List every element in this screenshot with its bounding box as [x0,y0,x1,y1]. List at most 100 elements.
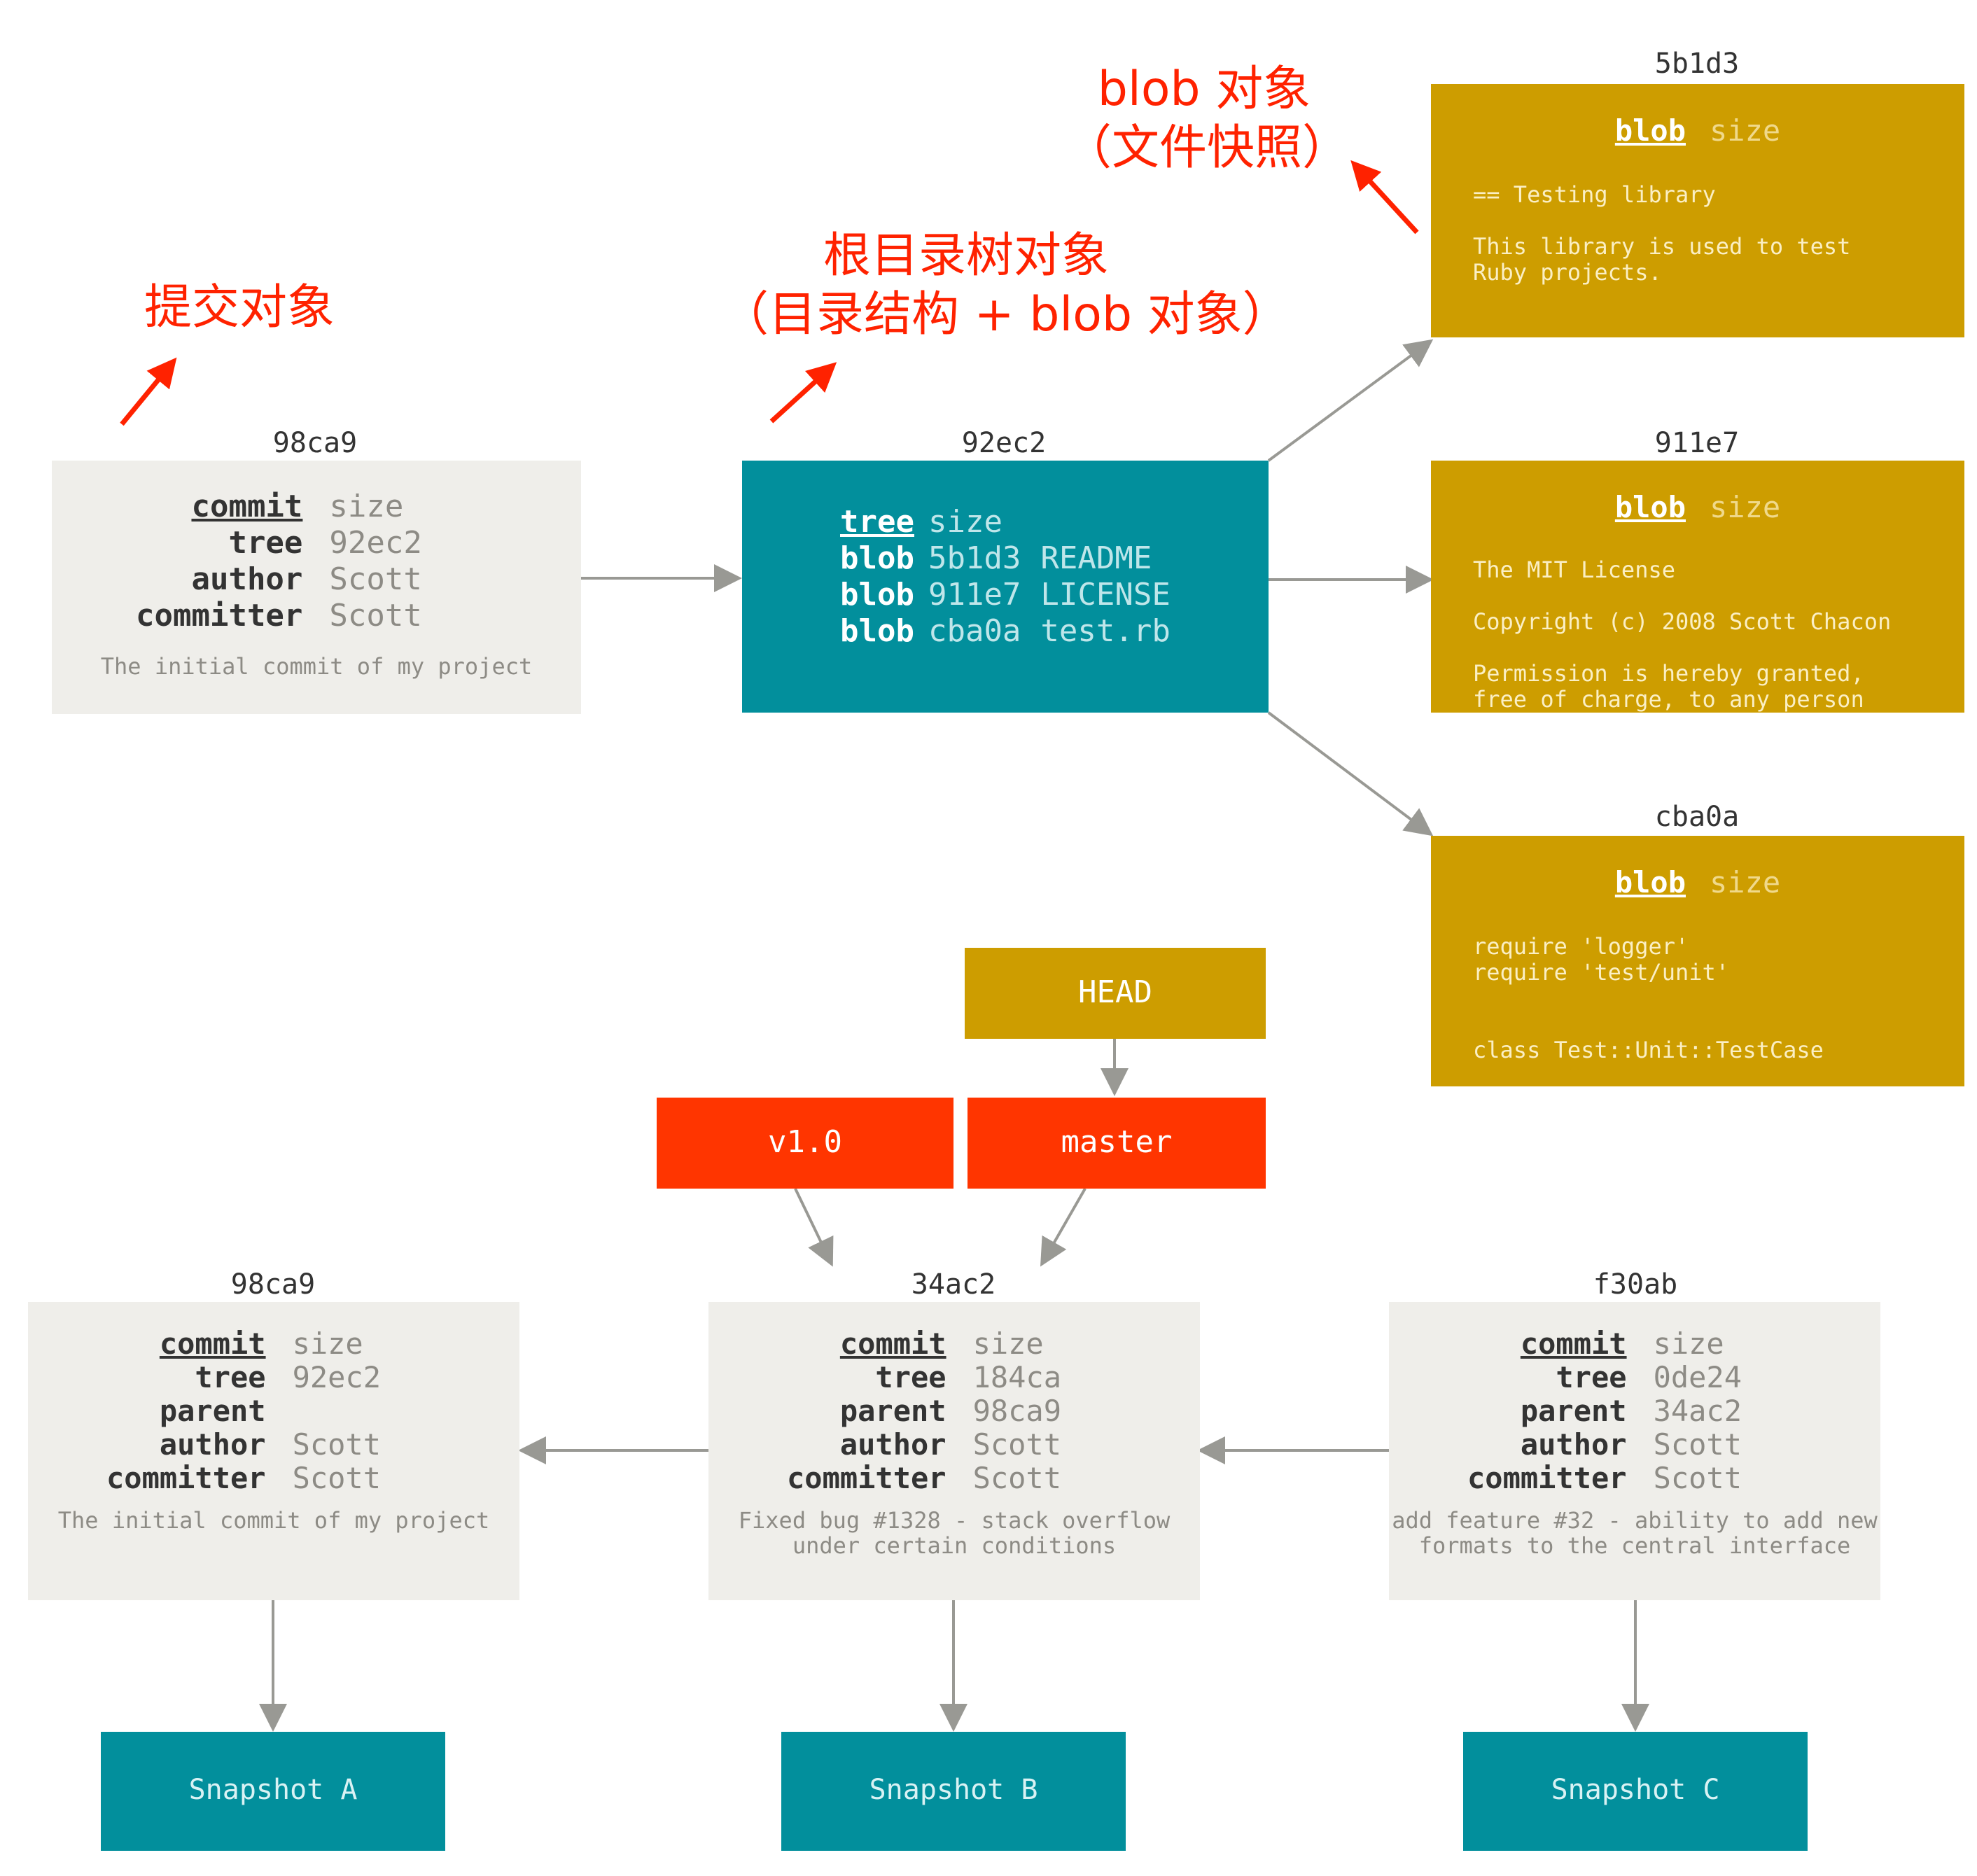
field-value: size [329,489,404,524]
field-value: Scott [329,598,422,634]
tree-entry: tree size [840,504,1171,540]
field-value: Scott [329,561,422,597]
field-value: size [1653,1326,1724,1361]
commit-message: The initial commit of my project [100,653,533,680]
snapshot-b: Snapshot B [781,1732,1126,1851]
commit-hash: 98ca9 [230,1268,316,1301]
commit-row: tree 184ca [787,1361,1061,1394]
field-value [293,1394,381,1428]
field-value: Scott [292,1427,382,1462]
commit-row: author Scott [787,1428,1061,1462]
blob-size-label: size [1710,865,1781,899]
annotation-arrow-tree [769,362,837,424]
arrow-tag-to-commit [794,1188,834,1267]
blob-size-label: size [1710,113,1781,148]
field-key: committer [787,1461,946,1495]
head-label: HEAD [1078,974,1152,1010]
commit-hash: 34ac2 [911,1268,996,1301]
field-value: 92ec2 [292,1360,382,1394]
entry-type: blob [840,577,914,612]
commit-row: author Scott [136,561,422,598]
commit-row: parent 98ca9 [787,1394,1061,1428]
field-key: tree [1556,1360,1627,1394]
entry-hash: size [928,504,1003,540]
blob-content: == Testing library This library is used … [1473,182,1851,286]
field-value: 34ac2 [1653,1394,1742,1428]
snapshot-label: Snapshot C [1551,1774,1720,1806]
field-key: parent [839,1394,946,1428]
blob-content: The MIT License Copyright (c) 2008 Scott… [1473,557,1892,713]
field-key: committer [136,598,303,634]
snapshot-a: Snapshot A [101,1732,445,1851]
commit-hash: 98ca9 [272,427,358,459]
field-key: tree [228,525,303,561]
arrow-branch-to-commit [1040,1188,1087,1267]
blob-header: blob size [1431,865,1964,899]
field-key: author [191,561,303,597]
field-value: 92ec2 [329,525,422,561]
blob-hash: cba0a [1654,801,1740,833]
field-value: Scott [292,1461,382,1495]
field-key: committer [106,1461,266,1495]
field-key: commit [839,1326,946,1361]
entry-type: blob [840,613,914,649]
commit-row: tree 0de24 [1467,1361,1742,1394]
field-value: 98ca9 [972,1394,1062,1428]
arrow-tree-to-blob-cba0a [1267,711,1434,836]
annotation-tree: 根目录树对象 （目录结构 + blob 对象） [721,227,1290,344]
blob-hash: 911e7 [1654,427,1740,459]
commit-row: author Scott [106,1428,381,1462]
field-key: tree [875,1360,946,1394]
snapshot-label: Snapshot B [869,1774,1038,1806]
entry-hash: 5b1d3 [928,540,1021,576]
field-value: Scott [1653,1461,1742,1495]
tag-ref: v1.0 [657,1098,953,1189]
annotation-blob-line2: （文件快照） [1064,120,1350,176]
field-value: Scott [1653,1427,1742,1462]
tree-hash: 92ec2 [961,427,1047,459]
tag-label: v1.0 [768,1124,842,1160]
commit-hash: f30ab [1593,1268,1678,1301]
field-key: parent [1520,1394,1627,1428]
blob-type: blob [1614,490,1686,524]
commit-message: Fixed bug #1328 - stack overflow under c… [738,1507,1171,1559]
branch-label: master [1061,1124,1173,1160]
snapshot-label: Snapshot A [188,1774,358,1806]
field-value: Scott [972,1461,1062,1495]
field-key: author [839,1427,946,1462]
snapshot-c: Snapshot C [1463,1732,1808,1851]
field-key: parent [159,1394,266,1428]
blob-object-5b1d3: blob size == Testing library This library… [1431,84,1964,337]
entry-type: tree [840,504,914,540]
blob-type: blob [1614,865,1686,899]
annotation-blob: blob 对象 （文件快照） [1064,60,1350,178]
field-key: author [159,1427,266,1462]
field-value: 184ca [972,1360,1062,1394]
entry-name: README [1040,540,1152,576]
annotation-blob-line1: blob 对象 [1097,62,1311,117]
field-value: 0de24 [1653,1360,1742,1394]
field-value: Scott [972,1427,1062,1462]
field-key: commit [191,489,303,524]
commit-row: committer Scott [787,1462,1061,1495]
blob-type: blob [1614,113,1686,148]
commit-row: tree 92ec2 [136,525,422,561]
